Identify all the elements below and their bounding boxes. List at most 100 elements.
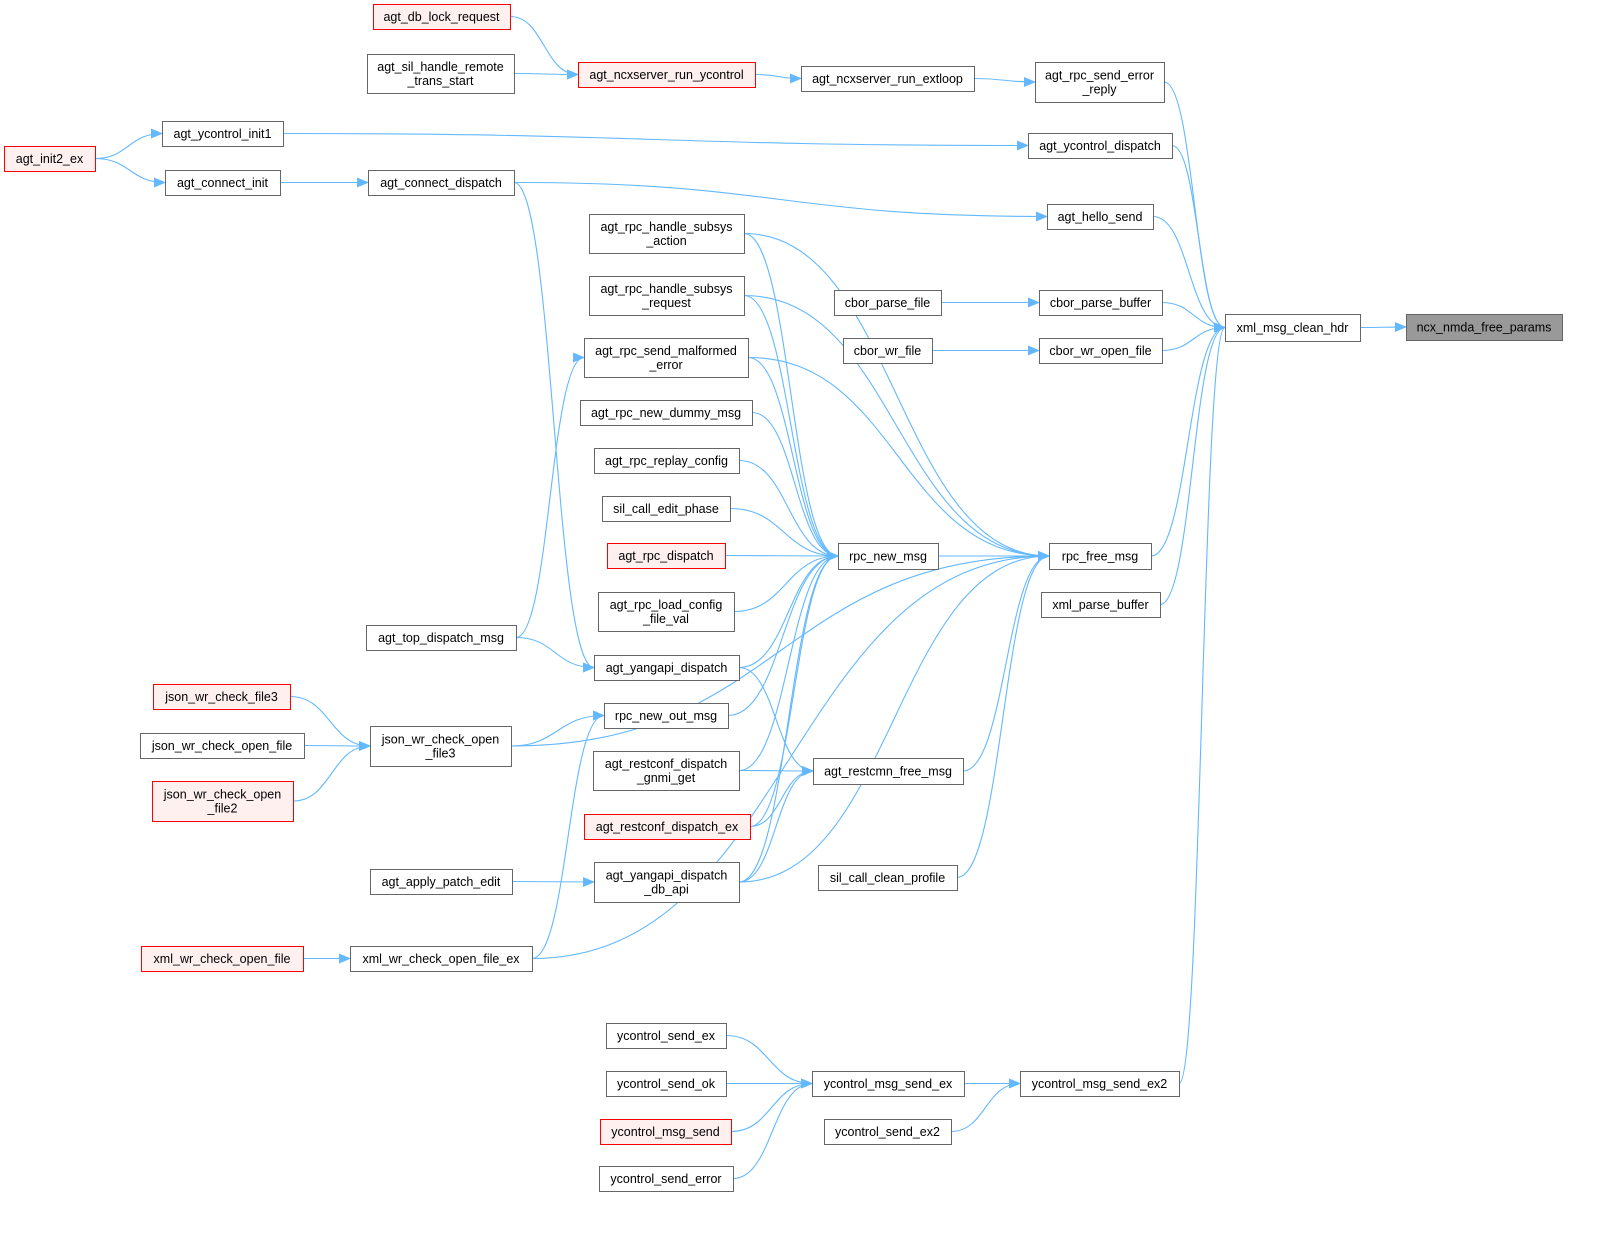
node-box[interactable] [1406, 314, 1563, 341]
node-box[interactable] [834, 290, 942, 316]
node-box[interactable] [373, 4, 511, 30]
node-json_wr_check_open_file[interactable]: json_wr_check_open_file [140, 733, 305, 759]
node-rpc_free_msg[interactable]: rpc_free_msg [1049, 543, 1152, 570]
node-box[interactable] [843, 338, 933, 364]
node-xml_wr_check_open_file_ex[interactable]: xml_wr_check_open_file_ex [350, 946, 533, 972]
node-agt_sil_handle_remote_trans_start[interactable]: agt_sil_handle_remote_trans_start [367, 54, 515, 94]
node-box[interactable] [607, 543, 726, 569]
node-rpc_new_msg[interactable]: rpc_new_msg [838, 543, 939, 570]
node-box[interactable] [370, 726, 512, 767]
node-json_wr_check_open_file3[interactable]: json_wr_check_open_file3 [370, 726, 512, 767]
node-ycontrol_send_ex2[interactable]: ycontrol_send_ex2 [824, 1119, 952, 1145]
node-box[interactable] [589, 276, 745, 316]
node-box[interactable] [1035, 62, 1165, 103]
node-box[interactable] [598, 592, 735, 632]
node-box[interactable] [594, 862, 740, 903]
node-box[interactable] [153, 684, 291, 710]
node-ycontrol_msg_send[interactable]: ycontrol_msg_send [600, 1119, 732, 1145]
node-box[interactable] [1039, 338, 1163, 364]
node-box[interactable] [4, 146, 96, 172]
node-box[interactable] [599, 1166, 734, 1192]
node-cbor_parse_buffer[interactable]: cbor_parse_buffer [1039, 290, 1163, 316]
node-ycontrol_send_error[interactable]: ycontrol_send_error [599, 1166, 734, 1192]
node-box[interactable] [1225, 314, 1361, 342]
node-cbor_parse_file[interactable]: cbor_parse_file [834, 290, 942, 316]
node-agt_rpc_replay_config[interactable]: agt_rpc_replay_config [594, 448, 740, 474]
node-agt_ncxserver_run_extloop[interactable]: agt_ncxserver_run_extloop [801, 66, 975, 92]
node-agt_rpc_send_error_reply[interactable]: agt_rpc_send_error_reply [1035, 62, 1165, 103]
node-box[interactable] [604, 703, 729, 729]
node-box[interactable] [580, 400, 753, 426]
node-box[interactable] [594, 448, 740, 474]
node-agt_yangapi_dispatch_db_api[interactable]: agt_yangapi_dispatch_db_api [594, 862, 740, 903]
node-box[interactable] [1041, 592, 1161, 618]
node-agt_rpc_dispatch[interactable]: agt_rpc_dispatch [607, 543, 726, 569]
node-agt_ycontrol_init1[interactable]: agt_ycontrol_init1 [162, 121, 284, 147]
node-agt_rpc_handle_subsys_action[interactable]: agt_rpc_handle_subsys_action [589, 214, 745, 254]
node-agt_rpc_send_malformed_error[interactable]: agt_rpc_send_malformed_error [584, 338, 749, 378]
node-xml_parse_buffer[interactable]: xml_parse_buffer [1041, 592, 1161, 618]
node-box[interactable] [606, 1023, 727, 1049]
node-box[interactable] [1047, 204, 1154, 230]
node-rpc_new_out_msg[interactable]: rpc_new_out_msg [604, 703, 729, 729]
node-box[interactable] [593, 751, 740, 791]
node-box[interactable] [838, 543, 939, 570]
node-box[interactable] [165, 170, 281, 196]
node-cbor_wr_open_file[interactable]: cbor_wr_open_file [1039, 338, 1163, 364]
node-agt_init2_ex[interactable]: agt_init2_ex [4, 146, 96, 172]
node-agt_hello_send[interactable]: agt_hello_send [1047, 204, 1154, 230]
node-agt_db_lock_request[interactable]: agt_db_lock_request [373, 4, 511, 30]
node-json_wr_check_file3[interactable]: json_wr_check_file3 [153, 684, 291, 710]
node-box[interactable] [1020, 1071, 1180, 1097]
node-box[interactable] [370, 869, 513, 895]
node-box[interactable] [366, 625, 517, 651]
node-agt_ycontrol_dispatch[interactable]: agt_ycontrol_dispatch [1028, 133, 1173, 159]
node-ycontrol_msg_send_ex[interactable]: ycontrol_msg_send_ex [812, 1071, 965, 1097]
node-box[interactable] [367, 54, 515, 94]
node-box[interactable] [141, 946, 304, 972]
node-cbor_wr_file[interactable]: cbor_wr_file [843, 338, 933, 364]
node-box[interactable] [606, 1071, 727, 1097]
node-json_wr_check_open_file2[interactable]: json_wr_check_open_file2 [152, 781, 294, 822]
node-box[interactable] [152, 781, 294, 822]
node-xml_msg_clean_hdr[interactable]: xml_msg_clean_hdr [1225, 314, 1361, 342]
node-ycontrol_send_ok[interactable]: ycontrol_send_ok [606, 1071, 727, 1097]
node-sil_call_clean_profile[interactable]: sil_call_clean_profile [818, 865, 958, 891]
node-box[interactable] [140, 733, 305, 759]
node-ncx_nmda_free_params[interactable]: ncx_nmda_free_params [1406, 314, 1563, 341]
node-box[interactable] [368, 170, 515, 196]
node-agt_yangapi_dispatch[interactable]: agt_yangapi_dispatch [594, 655, 740, 681]
node-box[interactable] [350, 946, 533, 972]
node-xml_wr_check_open_file[interactable]: xml_wr_check_open_file [141, 946, 304, 972]
node-agt_restcmn_free_msg[interactable]: agt_restcmn_free_msg [813, 758, 964, 785]
node-box[interactable] [589, 214, 745, 254]
node-agt_rpc_new_dummy_msg[interactable]: agt_rpc_new_dummy_msg [580, 400, 753, 426]
node-box[interactable] [818, 865, 958, 891]
node-agt_restconf_dispatch_ex[interactable]: agt_restconf_dispatch_ex [584, 814, 751, 840]
node-agt_connect_dispatch[interactable]: agt_connect_dispatch [368, 170, 515, 196]
node-box[interactable] [578, 62, 756, 88]
node-agt_rpc_handle_subsys_request[interactable]: agt_rpc_handle_subsys_request [589, 276, 745, 316]
node-box[interactable] [1039, 290, 1163, 316]
node-sil_call_edit_phase[interactable]: sil_call_edit_phase [602, 496, 731, 522]
node-agt_connect_init[interactable]: agt_connect_init [165, 170, 281, 196]
node-ycontrol_send_ex[interactable]: ycontrol_send_ex [606, 1023, 727, 1049]
node-agt_rpc_load_config_file_val[interactable]: agt_rpc_load_config_file_val [598, 592, 735, 632]
node-agt_ncxserver_run_ycontrol[interactable]: agt_ncxserver_run_ycontrol [578, 62, 756, 88]
node-agt_restconf_dispatch_gnmi_get[interactable]: agt_restconf_dispatch_gnmi_get [593, 751, 740, 791]
node-agt_apply_patch_edit[interactable]: agt_apply_patch_edit [370, 869, 513, 895]
node-box[interactable] [162, 121, 284, 147]
node-box[interactable] [812, 1071, 965, 1097]
node-box[interactable] [1049, 543, 1152, 570]
node-box[interactable] [1028, 133, 1173, 159]
node-ycontrol_msg_send_ex2[interactable]: ycontrol_msg_send_ex2 [1020, 1071, 1180, 1097]
node-box[interactable] [584, 814, 751, 840]
node-box[interactable] [600, 1119, 732, 1145]
node-box[interactable] [801, 66, 975, 92]
node-box[interactable] [813, 758, 964, 785]
node-box[interactable] [602, 496, 731, 522]
node-box[interactable] [824, 1119, 952, 1145]
node-box[interactable] [584, 338, 749, 378]
node-agt_top_dispatch_msg[interactable]: agt_top_dispatch_msg [366, 625, 517, 651]
node-box[interactable] [594, 655, 740, 681]
